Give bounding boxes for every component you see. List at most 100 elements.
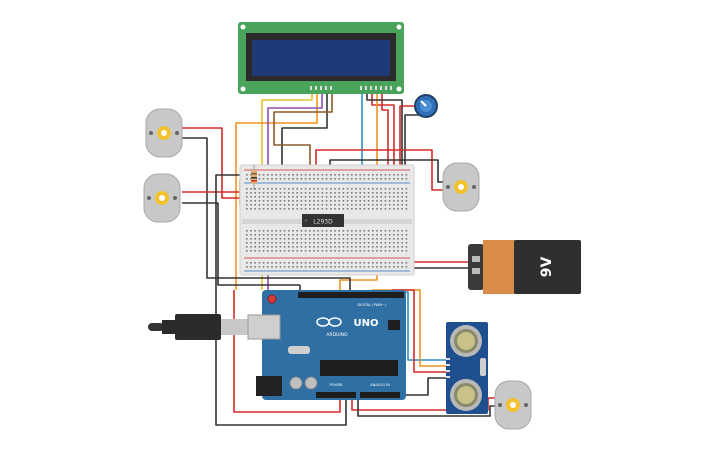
arduino-capacitor (289, 376, 303, 390)
breadboard-hole (317, 246, 319, 248)
breadboard-hole (388, 250, 391, 252)
arduino-analog-header (360, 392, 400, 398)
breadboard-hole (325, 200, 328, 202)
breadboard-hole (279, 188, 282, 190)
breadboard-hole (397, 230, 399, 232)
breadboard-hole (346, 242, 349, 244)
breadboard-hole (313, 174, 315, 176)
breadboard-hole (271, 204, 273, 206)
breadboard-hole (296, 262, 298, 264)
breadboard-hole (267, 200, 269, 202)
breadboard-hole (376, 242, 378, 244)
breadboard-hole (325, 234, 328, 236)
ic-label: L293D (313, 219, 333, 226)
breadboard-hole (279, 262, 282, 264)
breadboard-hole (376, 262, 378, 264)
breadboard-hole (271, 246, 273, 248)
battery-body (514, 240, 581, 294)
breadboard-hole (384, 250, 387, 252)
breadboard-hole (380, 242, 382, 244)
wire-brown-lcd (273, 88, 333, 165)
breadboard-hole (330, 174, 332, 176)
breadboard-hole (317, 200, 319, 202)
breadboard-hole (342, 188, 345, 190)
breadboard-hole (397, 262, 399, 264)
breadboard-hole (254, 246, 256, 248)
breadboard-hole (384, 192, 387, 194)
breadboard-hole (330, 196, 332, 198)
breadboard-hole (275, 200, 277, 202)
breadboard-hole (388, 230, 391, 232)
breadboard-hole (338, 242, 340, 244)
breadboard-hole (346, 174, 349, 176)
breadboard-hole (401, 188, 403, 190)
motor-terminal (149, 131, 153, 135)
breadboard-hole (296, 234, 298, 236)
breadboard-hole (380, 200, 382, 202)
breadboard-hole (288, 192, 290, 194)
breadboard-hole (388, 174, 391, 176)
breadboard-hole (397, 234, 399, 236)
breadboard-hole (283, 238, 286, 240)
breadboard-hole (317, 266, 319, 268)
breadboard-hole (275, 204, 277, 206)
breadboard-hole (397, 178, 399, 180)
wire-arduino-red-bottom (233, 290, 341, 413)
breadboard-hole (321, 266, 324, 268)
breadboard-hole (267, 178, 269, 180)
breadboard-hole (246, 238, 248, 240)
breadboard-hole (254, 204, 256, 206)
breadboard-hole (304, 188, 307, 190)
breadboard-hole (275, 188, 277, 190)
breadboard-hole (376, 178, 378, 180)
breadboard-hole (271, 238, 273, 240)
breadboard-hole (262, 188, 265, 190)
breadboard-hole (384, 242, 387, 244)
breadboard-hole (363, 230, 366, 232)
breadboard-hole (401, 192, 403, 194)
breadboard-hole (313, 208, 315, 210)
breadboard-hole (334, 246, 336, 248)
breadboard-hole (288, 262, 290, 264)
breadboard-hole (317, 208, 319, 210)
breadboard-hole (393, 234, 395, 236)
breadboard-hole (334, 234, 336, 236)
breadboard-hole (321, 234, 324, 236)
breadboard-hole (313, 200, 315, 202)
breadboard-hole (393, 178, 395, 180)
breadboard-hole (309, 242, 311, 244)
breadboard-hole (325, 204, 328, 206)
breadboard-hole (313, 188, 315, 190)
breadboard-hole (393, 200, 395, 202)
breadboard-hole (334, 178, 336, 180)
breadboard-hole (288, 238, 290, 240)
breadboard-hole (271, 188, 273, 190)
breadboard-hole (367, 204, 370, 206)
breadboard-hole (363, 178, 366, 180)
breadboard-hole (271, 250, 273, 252)
breadboard-hole (288, 234, 290, 236)
dc-motor (494, 380, 532, 430)
breadboard-hole (304, 196, 307, 198)
breadboard-hole (250, 246, 252, 248)
breadboard-hole (380, 234, 382, 236)
breadboard-hole (254, 266, 256, 268)
breadboard-hole (330, 208, 332, 210)
breadboard-hole (334, 250, 336, 252)
breadboard-hole (363, 266, 366, 268)
breadboard-hole (338, 246, 340, 248)
breadboard-hole (363, 238, 366, 240)
breadboard-hole (401, 174, 403, 176)
breadboard-hole (397, 196, 399, 198)
lcd-pins (310, 86, 392, 90)
breadboard-hole (355, 178, 357, 180)
breadboard-hole (405, 200, 408, 202)
breadboard-hole (262, 208, 265, 210)
breadboard-hole (380, 178, 382, 180)
breadboard-hole (250, 200, 252, 202)
breadboard-hole (401, 238, 403, 240)
breadboard-hole (397, 192, 399, 194)
potentiometer (414, 94, 438, 118)
breadboard-hole (342, 174, 345, 176)
breadboard-hole (250, 196, 252, 198)
